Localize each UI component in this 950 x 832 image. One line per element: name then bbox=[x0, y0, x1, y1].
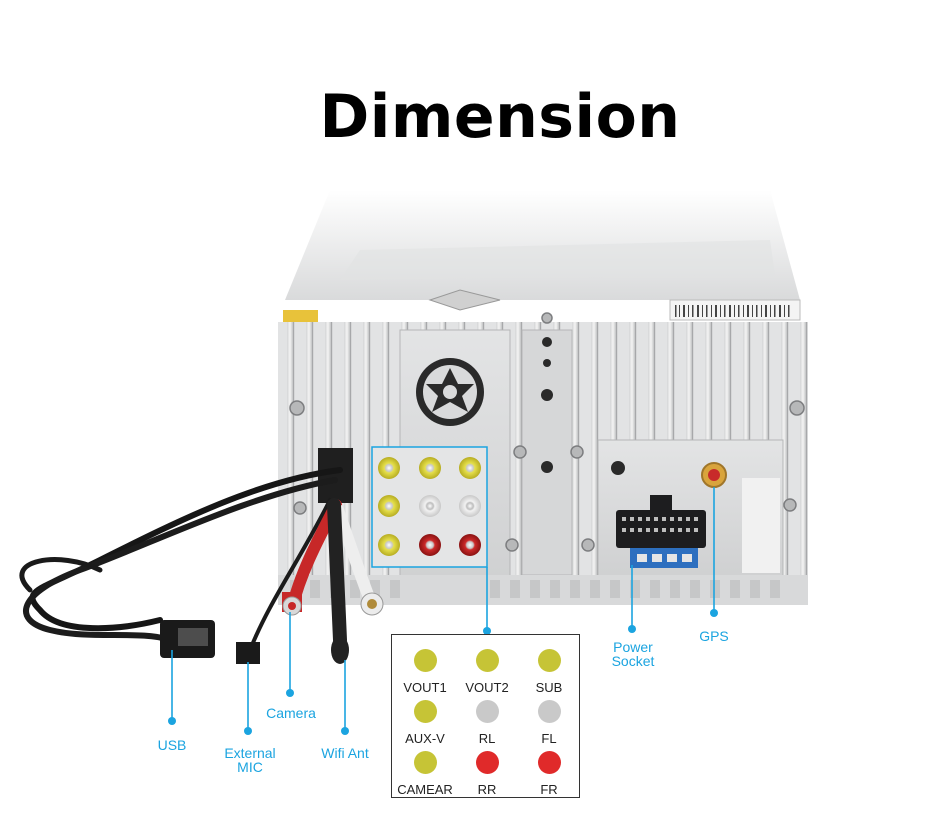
chassis-top bbox=[283, 190, 801, 322]
external-mic-label-line1: External bbox=[224, 745, 276, 761]
power-socket-label-line1: Power bbox=[613, 639, 653, 655]
power-socket-connector bbox=[616, 495, 706, 568]
legend-item-fr: FR bbox=[519, 751, 579, 797]
rca-color-legend: VOUT1 VOUT2 SUB AUX-V RL FL CAMEAR RR FR bbox=[391, 634, 580, 798]
legend-dot bbox=[537, 751, 561, 774]
usb-label-text: USB bbox=[157, 737, 187, 753]
legend-label: FL bbox=[541, 731, 557, 746]
camera-label: Camera bbox=[258, 706, 324, 720]
legend-label: RL bbox=[478, 731, 496, 746]
legend-item-rr: RR bbox=[457, 751, 517, 797]
legend-dot bbox=[537, 649, 561, 672]
legend-item-vout2: VOUT2 bbox=[457, 649, 517, 695]
legend-label: SUB bbox=[535, 680, 563, 695]
power-socket-label-line2: Socket bbox=[611, 653, 655, 669]
legend-item-aux-v: AUX-V bbox=[395, 700, 455, 746]
camera-label-text: Camera bbox=[266, 705, 316, 721]
legend-item-fl: FL bbox=[519, 700, 579, 746]
gps-label-text: GPS bbox=[699, 628, 729, 644]
wifi-ant-label: Wifi Ant bbox=[313, 746, 377, 760]
legend-item-vout1: VOUT1 bbox=[395, 649, 455, 695]
cable-harness bbox=[19, 448, 384, 664]
legend-dot bbox=[475, 700, 499, 723]
rca-jack-block bbox=[371, 446, 488, 568]
callout-leaders bbox=[168, 487, 718, 735]
legend-dot bbox=[413, 751, 437, 774]
legend-label: FR bbox=[540, 782, 558, 797]
usb-label: USB bbox=[152, 738, 192, 752]
legend-label: CAMEAR bbox=[397, 782, 453, 797]
legend-dot bbox=[475, 649, 499, 672]
legend-label: AUX-V bbox=[405, 731, 445, 746]
legend-dot bbox=[475, 751, 499, 774]
legend-item-rl: RL bbox=[457, 700, 517, 746]
gps-connector bbox=[701, 462, 727, 488]
gps-label: GPS bbox=[694, 629, 734, 643]
legend-dot bbox=[413, 700, 437, 723]
legend-label: VOUT1 bbox=[403, 680, 447, 695]
legend-dot bbox=[537, 700, 561, 723]
legend-label: VOUT2 bbox=[465, 680, 509, 695]
power-socket-label: Power Socket bbox=[602, 640, 664, 668]
legend-dot bbox=[413, 649, 437, 672]
legend-label: RR bbox=[477, 782, 497, 797]
external-mic-label-line2: MIC bbox=[237, 759, 263, 775]
legend-item-camear: CAMEAR bbox=[395, 751, 455, 797]
external-mic-label: External MIC bbox=[215, 746, 285, 774]
legend-item-sub: SUB bbox=[519, 649, 579, 695]
page-title: Dimension bbox=[319, 82, 681, 152]
wifi-ant-label-text: Wifi Ant bbox=[321, 745, 369, 761]
